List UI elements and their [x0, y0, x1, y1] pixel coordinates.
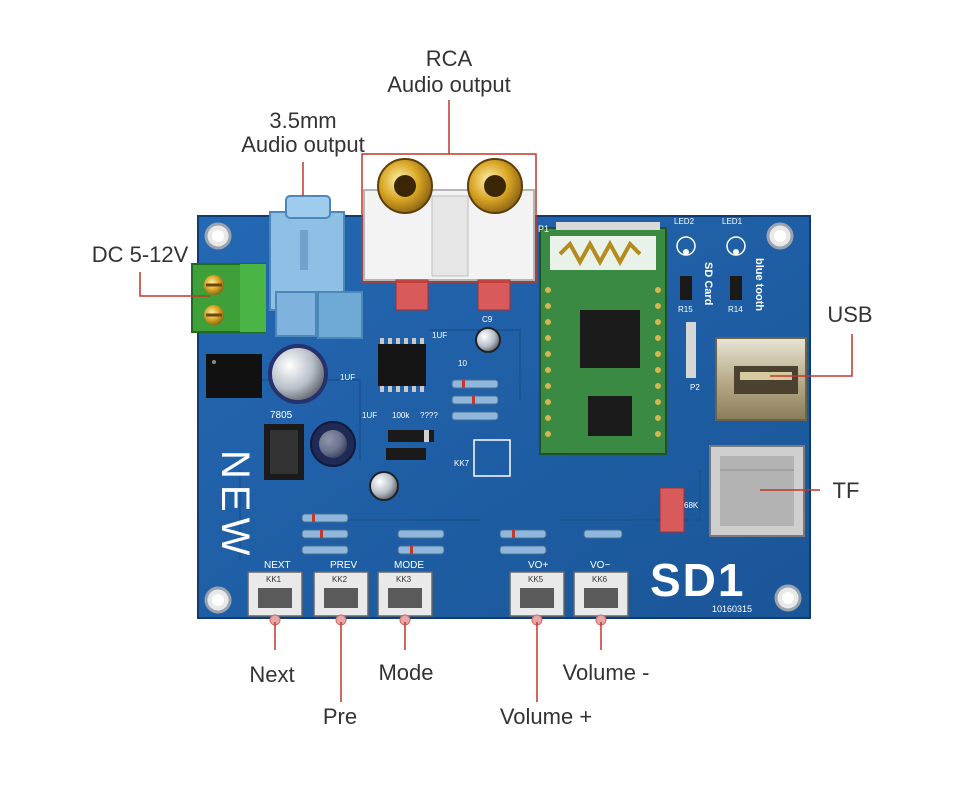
label-jack: 3.5mm [269, 108, 336, 133]
tact-switches: NEXT KK1 PREV KK2 MODE KK3 VO [247, 560, 629, 626]
pcb-board: NEW [191, 158, 811, 626]
tf-card-slot: 68K [659, 445, 805, 537]
board-label-1uf-b: 1UF [340, 373, 355, 382]
switch-mode-code: KK3 [396, 575, 412, 584]
board-label-7805: 7805 [270, 410, 293, 421]
switch-volume-minus-code: KK6 [592, 575, 608, 584]
board-label-r15: R15 [678, 305, 693, 314]
board-label-kk7: KK7 [454, 459, 470, 468]
switch-volume-plus: VO+ KK5 [509, 560, 565, 626]
board-label-bluetooth: blue tooth [753, 258, 765, 311]
label-jack-sub: Audio output [241, 132, 365, 157]
callout-box-rca [361, 153, 537, 283]
callout-line-usb [770, 334, 853, 377]
callout-labels: RCA Audio output 3.5mm Audio output DC 5… [92, 46, 873, 729]
callout-lines [139, 100, 853, 702]
bluetooth-module: P1 [538, 222, 667, 455]
board-label-sdcard: SD Card [702, 262, 714, 305]
board-new-mark: NEW [213, 450, 257, 561]
switch-next-code: KK1 [266, 575, 282, 584]
label-mode: Mode [378, 660, 433, 685]
board-label-unknown: ???? [420, 411, 438, 420]
usb-port [715, 337, 807, 421]
board-label-r14: R14 [728, 305, 743, 314]
switch-volume-plus-label: VO+ [528, 560, 548, 571]
switch-prev-code: KK2 [332, 575, 348, 584]
board-label-100k: 100k [392, 411, 410, 420]
label-tf: TF [833, 478, 860, 503]
board-model: SD1 [650, 554, 745, 606]
label-dc: DC 5-12V [92, 242, 189, 267]
label-next: Next [249, 662, 294, 687]
board-label-led2: LED2 [674, 217, 695, 226]
switch-prev-label: PREV [330, 560, 358, 571]
board-date-code: 10160315 [712, 604, 752, 614]
ic-chip: 1UF 1UF 1UF 10 100k ???? [340, 331, 467, 420]
label-volume-minus: Volume - [563, 660, 650, 685]
board-label-68k: 68K [684, 501, 699, 510]
switch-mode: MODE KK3 [377, 560, 433, 626]
switch-volume-plus-code: KK5 [528, 575, 544, 584]
board-label-p1: P1 [538, 224, 549, 234]
label-pre: Pre [323, 704, 357, 729]
callout-line-dc [139, 272, 210, 297]
diode [386, 430, 434, 460]
label-rca-sub: Audio output [387, 72, 511, 97]
audio-jack-3-5mm [269, 195, 363, 339]
board-label-1uf-c: 1UF [362, 411, 377, 420]
label-usb: USB [827, 302, 872, 327]
switch-next: NEXT KK1 [247, 560, 303, 626]
switch-volume-minus-label: VO− [590, 560, 610, 571]
switch-prev: PREV KK2 [313, 560, 369, 626]
resistors [301, 379, 623, 555]
voltage-regulator: 7805 [264, 410, 304, 480]
board-label-led1: LED1 [722, 217, 743, 226]
led-area: LED2 LED1 R15 R14 SD Card blue tooth P2 [674, 217, 765, 392]
rca-jacks [363, 158, 535, 311]
board-label-c9: C9 [482, 315, 493, 324]
dc-terminal-block [191, 263, 266, 333]
board-label-10: 10 [458, 359, 467, 368]
label-rca: RCA [426, 46, 473, 71]
capacitors: C9 [268, 315, 501, 501]
switch-volume-minus: VO− KK6 [573, 560, 629, 626]
mounting-holes [204, 222, 802, 614]
switch-next-label: NEXT [264, 560, 291, 571]
label-volume-plus: Volume + [500, 704, 592, 729]
kk7-switch: KK7 [454, 439, 511, 477]
board-label-p2: P2 [690, 383, 700, 392]
switch-mode-label: MODE [394, 560, 424, 571]
bridge-rectifier [206, 354, 262, 398]
board-label-1uf-a: 1UF [432, 331, 447, 340]
